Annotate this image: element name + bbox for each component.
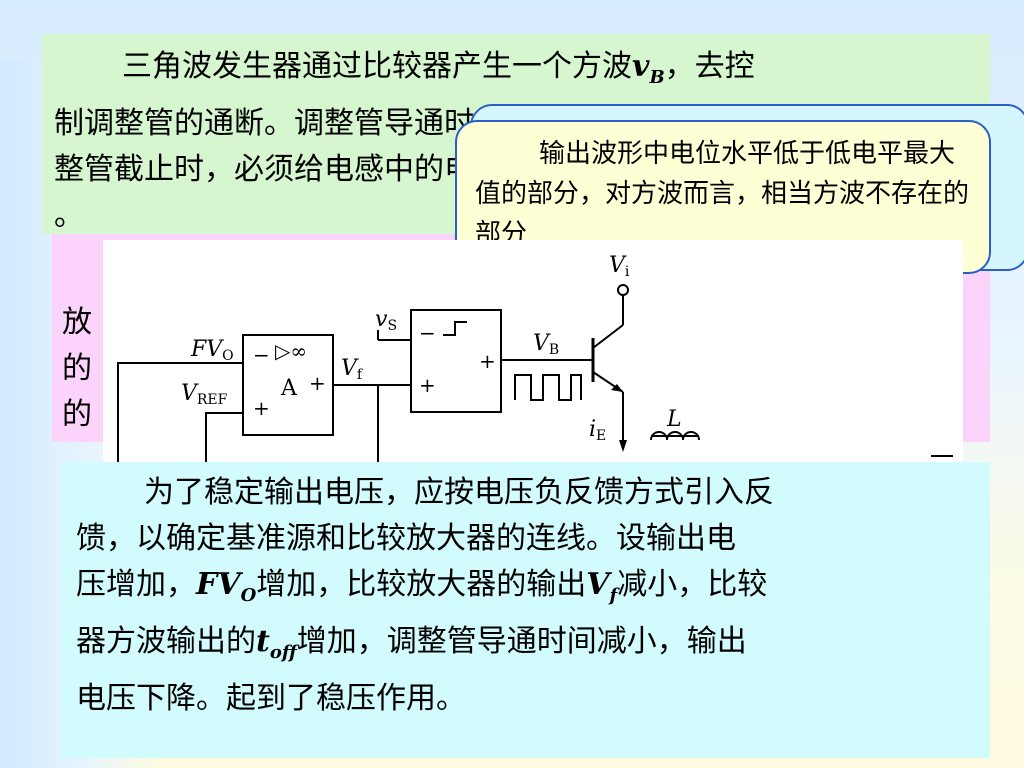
circuit-svg: FVO VREF Vf vS VB Vi iE L − + + ▷∞ A − +… [117,253,953,468]
cyan-line-3a: 压增加， [76,567,196,602]
pink-char-2: 的 [62,351,92,386]
wire-vf [333,384,379,468]
wire-vref [205,412,243,468]
label-vs: vS [375,307,397,334]
label-vi: Vi [609,253,630,280]
amp-symbol: ▷∞ [275,339,307,363]
callout-text-content: 输出波形中电位水平低于低电平最大值的部分，对方波而言，相当方波不存在的部分 [475,139,970,249]
pink-char-1: 放 [62,305,92,340]
cyan-text-panel [62,462,990,758]
pink-panel-text: 放 的 的 [62,300,102,438]
green-line-1-tail: ，去控 [664,49,755,84]
var-vb: vB [632,49,665,88]
cyan-line-4a: 器方波输出的 [76,624,256,659]
var-fvo: FVO [196,567,257,606]
label-vref: VREF [181,381,228,408]
label-vf: Vf [341,356,364,383]
green-paragraph: 三角波发生器通过比较器产生一个方波vB，去控 制调整管的通断。调整管导通时，向电… [54,44,974,239]
cyan-line-5: 电压下降。起到了稳压作用。 [76,681,466,716]
cyan-line-3b: 增加，比较放大器的输出 [256,567,587,602]
green-line-1: 三角波发生器通过比较器产生一个方波 [122,49,632,84]
comp-plus: + [419,373,436,397]
pink-char-3: 的 [62,397,92,432]
inductor-symbol [650,431,700,441]
callout-text: 输出波形中电位水平低于低电平最大值的部分，对方波而言，相当方波不存在的部分 [475,134,975,254]
amp-plus-in: + [253,396,270,420]
vi-terminal [617,284,629,296]
var-toff: toff [256,624,297,663]
label-vb: VB [533,331,559,358]
label-l: L [666,407,682,432]
circuit-diagram: FVO VREF Vf vS VB Vi iE L − + + ▷∞ A − +… [103,240,963,468]
cyan-line-4b: 增加，调整管导通时间减小，输出 [296,624,747,659]
cyan-line-1: 为了稳定输出电压，应按电压负反馈方式引入反 [144,475,774,510]
comp-out-plus: + [479,349,496,373]
label-ie: iE [589,417,606,444]
label-fvo: FVO [190,337,234,364]
comp-minus: − [419,321,436,345]
amp-label: A [280,376,298,401]
green-line-4: 。 [54,198,84,233]
amp-minus: − [253,343,270,367]
transistor-collector [592,324,624,349]
cyan-line-2: 馈，以确定基准源和比较放大器的连线。设输出电 [76,521,736,556]
wire-fvo [117,362,243,468]
var-vf: Vf [586,567,618,606]
cyan-line-3c: 减小，比较 [617,567,768,602]
amp-plus-out: + [309,371,326,395]
cyan-paragraph: 为了稳定输出电压，应按电压负反馈方式引入反 馈，以确定基准源和比较放大器的连线。… [76,470,976,722]
